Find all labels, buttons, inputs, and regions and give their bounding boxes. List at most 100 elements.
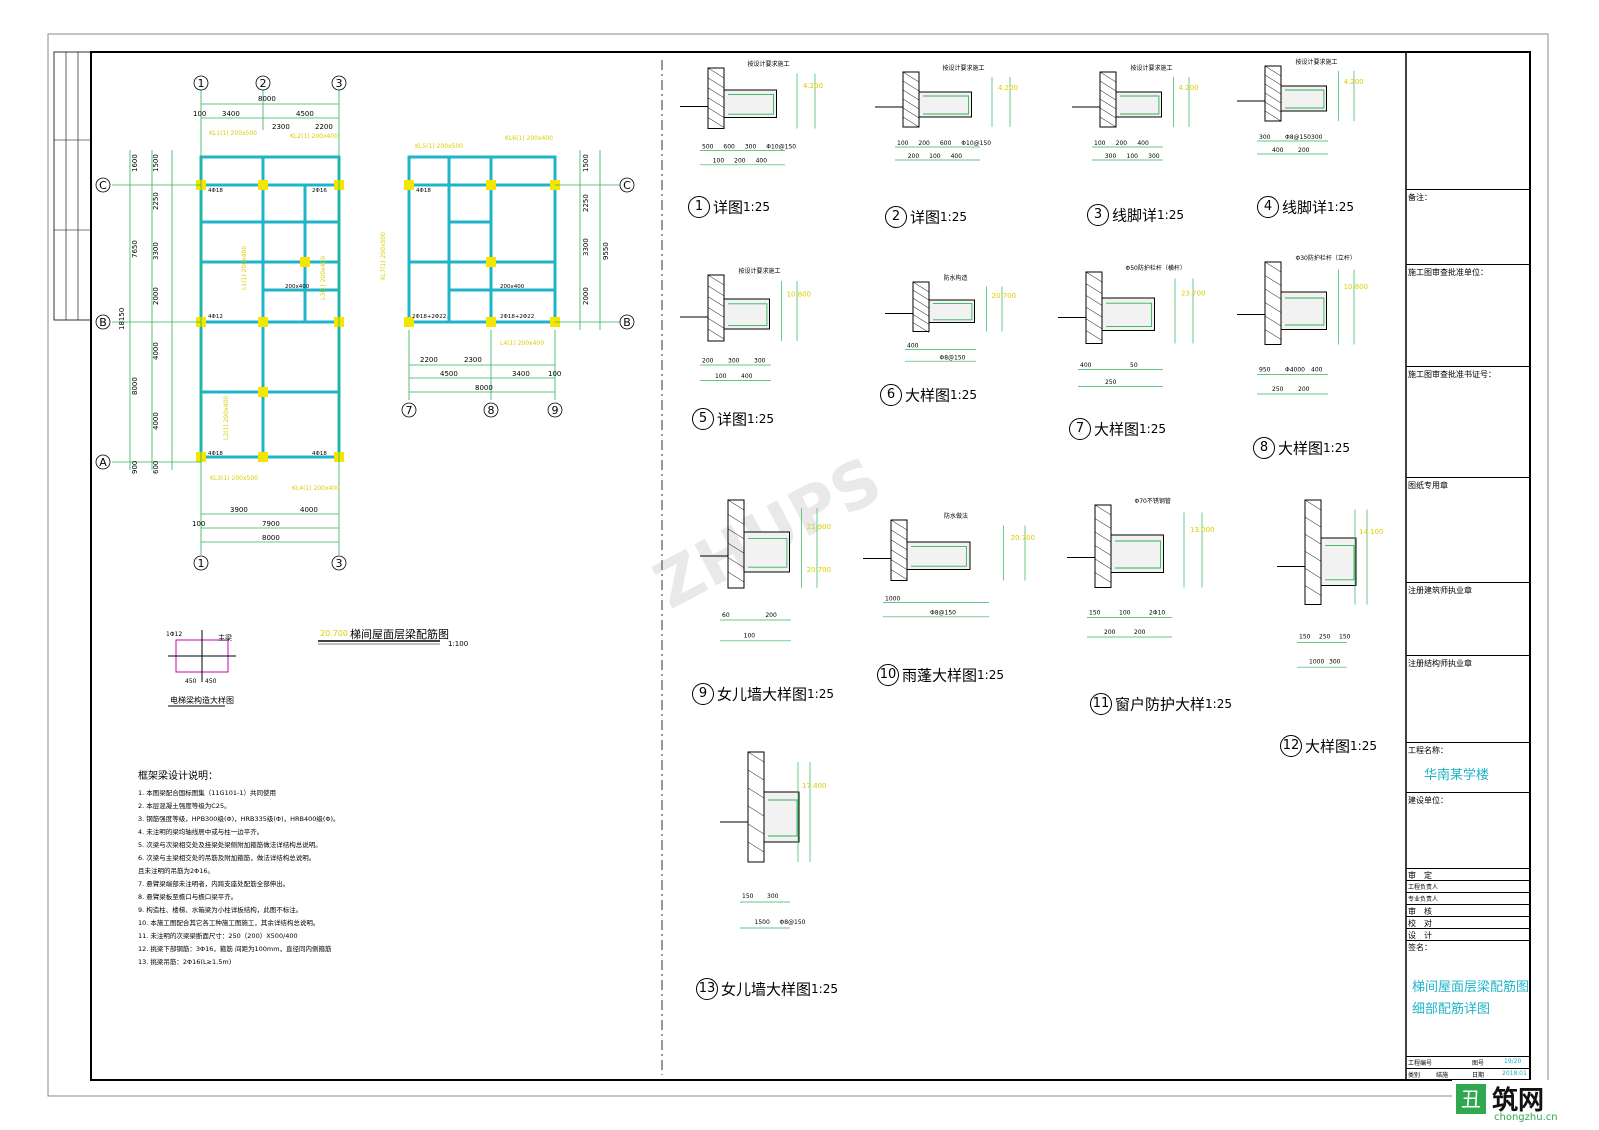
tb-sign-label: 签名： xyxy=(1408,943,1432,952)
svg-text:L1(1) 200x400: L1(1) 200x400 xyxy=(241,246,248,290)
detail-2-dim: Φ10@150 xyxy=(961,140,991,147)
detail-1-note: 按设计要求施工 xyxy=(748,60,790,68)
dim-left-2: 1500 xyxy=(152,154,160,172)
dim-bot-1: 3900 xyxy=(230,506,248,514)
detail-9-dim: 60 xyxy=(722,612,730,619)
tb-project-label: 工程名称： xyxy=(1408,746,1448,755)
note-item: 10. 本施工图配合其它各工种施工图施工，其余详结构总说明。 xyxy=(138,919,320,927)
detail-2-note: 按设计要求施工 xyxy=(943,64,985,72)
detail-12-dim: 300 xyxy=(1329,658,1341,665)
dim-left-11: 3300 xyxy=(152,242,160,260)
detail-4-note: 按设计要求施工 xyxy=(1296,58,1338,66)
detail-8-dim: 950 xyxy=(1259,367,1271,374)
detail-8-level: 10.800 xyxy=(1344,283,1369,291)
detail-10-level: 20.700 xyxy=(1011,534,1036,542)
detail-2-dim: 100 xyxy=(929,153,941,160)
axis-bottom-3: 3 xyxy=(336,557,343,570)
detail-2-dim: 400 xyxy=(951,153,963,160)
detail-13-dim: Φ8@150 xyxy=(780,919,806,926)
logo-icon: 丑 xyxy=(1456,1084,1486,1114)
plan-right: 2200 2300 4500 3400 8000 100 9550 1500 2… xyxy=(380,135,635,418)
dim-left-6: 4000 xyxy=(152,342,160,360)
detail-4-dim: Φ8@150 xyxy=(1285,134,1311,141)
detail-6-level: 20.700 xyxy=(992,292,1017,300)
dim2-4: 3400 xyxy=(512,370,530,378)
svg-text:KL2(1) 200x400: KL2(1) 200x400 xyxy=(290,133,338,140)
beam-label-6: 4Φ18 xyxy=(312,451,327,457)
detail-1-dim: 200 xyxy=(734,158,746,165)
detail-13-level: 17.400 xyxy=(802,782,827,790)
detail-13-dim: 1500 xyxy=(755,919,770,926)
tb-proj-no: 工程编号 xyxy=(1408,1060,1433,1067)
detail-11-level: 13.000 xyxy=(1190,526,1215,534)
dim-left-5: 8000 xyxy=(131,377,139,395)
detail-11-dim: 200 xyxy=(1134,629,1146,636)
svg-text:KL7(1) 200x500: KL7(1) 200x500 xyxy=(380,232,387,280)
beam-detail-dim-3: 1Φ12 xyxy=(166,631,182,638)
detail-7-dim: 400 xyxy=(1080,362,1092,369)
detail-2-level: 4.200 xyxy=(998,84,1018,92)
detail-6-dim: 400 xyxy=(907,343,919,350)
detail-9-dim: 100 xyxy=(744,633,756,640)
svg-text:L3(1) 200x400: L3(1) 200x400 xyxy=(320,256,327,300)
tb-signoff-1: 审 定 xyxy=(1408,871,1432,880)
beam-label-4: 4Φ12 xyxy=(208,314,223,320)
detail-12-dim: 1000 xyxy=(1309,658,1324,665)
tb-sheet-no: 19/20 xyxy=(1504,1058,1522,1065)
detail-3-dim: 300 xyxy=(1105,153,1117,160)
plan-scale: 1:100 xyxy=(448,640,468,648)
detail-1-dim: 300 xyxy=(745,143,757,150)
detail-11-note: Φ70不锈钢管 xyxy=(1135,497,1171,505)
detail-drawings: 4.200按设计要求施工500100600200300400Φ10@1504.2… xyxy=(680,58,1384,929)
dim2r-3: 2250 xyxy=(582,194,590,212)
detail-5-dim: 100 xyxy=(715,373,727,380)
detail-5-dim: 300 xyxy=(754,358,766,365)
detail-6-note: 防水构造 xyxy=(944,274,968,282)
svg-text:KL4(1) 200x400: KL4(1) 200x400 xyxy=(292,485,340,492)
tb-sheet-label: 图号 xyxy=(1472,1060,1485,1067)
dim-top-6: 100 xyxy=(193,110,206,118)
plan-title: 梯间屋面层梁配筋图 xyxy=(350,627,449,641)
dim2r-4: 3300 xyxy=(582,238,590,256)
dim2r-1: 9550 xyxy=(602,242,610,260)
dim-left-9: 600 xyxy=(152,461,160,474)
detail-11-dim: 2Φ10 xyxy=(1149,610,1165,617)
detail-9-dim: 200 xyxy=(765,612,777,619)
dim2r-5: 2000 xyxy=(582,287,590,305)
svg-text:KL5(1) 200x500: KL5(1) 200x500 xyxy=(415,143,463,150)
logo-text: 筑网 xyxy=(1492,1086,1545,1116)
detail-8-dim: 250 xyxy=(1272,386,1284,393)
tb-outline: 图纸专用章 xyxy=(1408,481,1448,490)
tb-signoff-5: 校 对 xyxy=(1408,919,1432,928)
tb-signoff-3: 专业负责人 xyxy=(1408,896,1439,903)
beam-construct-detail: 主梁 450 450 1Φ12 电梯梁构造大样图 xyxy=(166,630,236,707)
detail-10-dim: Φ8@150 xyxy=(930,610,956,617)
detail-8-dim: 400 xyxy=(1311,367,1323,374)
detail-12-dim: 250 xyxy=(1319,634,1331,641)
tb-drawing-name-2: 细部配筋详图 xyxy=(1412,1002,1491,1017)
dim-left-7: 4000 xyxy=(152,412,160,430)
beam-label-5: 4Φ18 xyxy=(208,451,223,457)
beam-detail-main: 主梁 xyxy=(218,633,232,642)
detail-3-dim: 100 xyxy=(1127,153,1139,160)
dim-left-8: 900 xyxy=(131,461,139,474)
dim-bot-5: 100 xyxy=(192,520,205,528)
dim-left-12: 2000 xyxy=(152,287,160,305)
beam2-label-3: 2Φ18+2Φ22 xyxy=(412,314,446,320)
dim-bot-2: 4000 xyxy=(300,506,318,514)
dim-bot-4: 8000 xyxy=(262,534,280,542)
detail-5-note: 按设计要求施工 xyxy=(739,267,781,275)
detail-2-dim: 200 xyxy=(908,153,920,160)
tb-signoff-6: 设 计 xyxy=(1408,931,1432,940)
beam-label-1: 4Φ18 xyxy=(208,188,223,194)
